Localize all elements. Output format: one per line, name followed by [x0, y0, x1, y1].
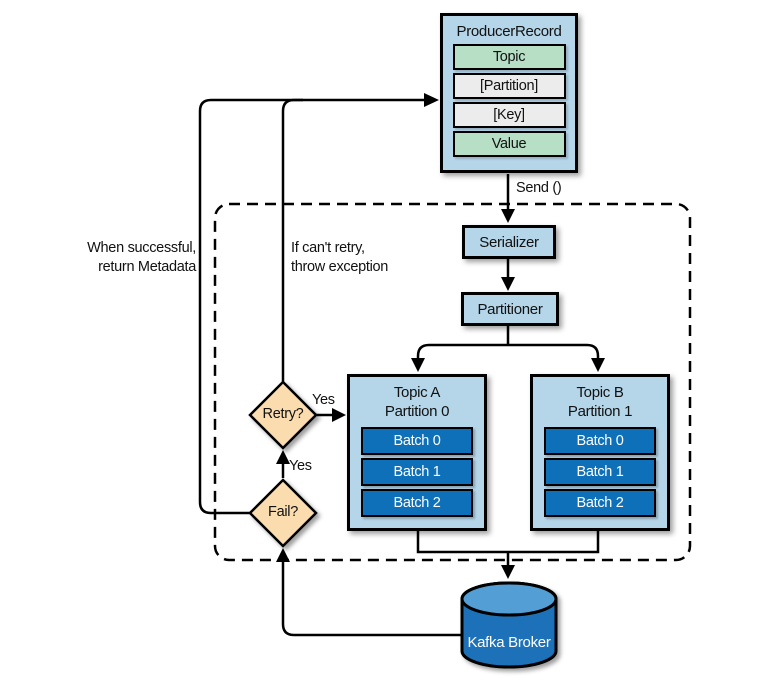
broker-to-fail-line	[281, 562, 462, 637]
partitioner-split-line	[416, 326, 600, 366]
arrowhead-into-retry	[276, 450, 290, 464]
producer-record-title: ProducerRecord	[456, 23, 562, 40]
arrowhead-into-topic-b	[591, 358, 605, 372]
send-label: Send ()	[516, 180, 562, 196]
producer-boundary-dashed-box	[213, 202, 692, 562]
exception-annotation-line2: throw exception	[291, 259, 389, 275]
exception-annotation: If can't retry, throw exception	[291, 239, 388, 277]
topic-a-title: Topic A Partition 0	[384, 383, 450, 421]
batch-row: Batch 1	[544, 458, 656, 486]
success-annotation-line2: return Metadata	[98, 259, 196, 275]
arrowhead-retry-into-topic-a	[332, 408, 346, 422]
topic-b-partition-box: Topic B Partition 1 Batch 0 Batch 1 Batc…	[530, 374, 670, 531]
topic-a-batches: Batch 0 Batch 1 Batch 2	[361, 427, 473, 520]
partitioner-box: Partitioner	[461, 292, 559, 326]
throw-exception-line	[281, 98, 303, 382]
kafka-broker-label: Kafka Broker	[467, 634, 551, 651]
arrowhead-into-topic-a	[411, 358, 425, 372]
field-value: Value	[452, 131, 566, 157]
retry-diamond-label: Retry?	[262, 406, 304, 422]
cylinder-top	[460, 581, 558, 617]
success-annotation: When successful, return Metadata	[58, 239, 196, 277]
retry-diamond	[248, 380, 318, 450]
batches-to-broker-line	[416, 529, 600, 566]
arrowhead-into-fail	[276, 548, 290, 562]
fail-diamond	[248, 478, 318, 548]
success-annotation-line1: When successful,	[87, 240, 196, 256]
topic-b-line1: Topic B	[576, 384, 624, 401]
topic-b-line2: Partition 1	[567, 403, 633, 420]
retry-yes-label: Yes	[312, 392, 335, 408]
batch-row: Batch 0	[361, 427, 473, 455]
field-partition: [Partition]	[452, 73, 566, 99]
topic-a-line1: Topic A	[393, 384, 441, 401]
batch-row: Batch 1	[361, 458, 473, 486]
topic-a-line2: Partition 0	[384, 403, 450, 420]
arrowhead-into-producerrecord	[424, 93, 439, 107]
batch-row: Batch 2	[361, 489, 473, 517]
fail-yes-label: Yes	[289, 458, 312, 474]
exception-annotation-line1: If can't retry,	[291, 240, 365, 256]
batch-row: Batch 0	[544, 427, 656, 455]
success-metadata-line	[198, 98, 435, 515]
fail-diamond-label: Fail?	[268, 504, 298, 520]
field-topic: Topic	[452, 44, 566, 70]
arrowhead-into-serializer	[501, 209, 515, 223]
arrowhead-into-broker	[501, 565, 515, 579]
arrowhead-into-partitioner	[501, 277, 515, 291]
producer-record-box: ProducerRecord Topic [Partition] [Key] V…	[440, 13, 578, 173]
topic-b-title: Topic B Partition 1	[567, 383, 633, 421]
kafka-broker-cylinder	[460, 581, 558, 669]
serializer-box: Serializer	[462, 225, 556, 259]
field-key: [Key]	[452, 102, 566, 128]
topic-a-partition-box: Topic A Partition 0 Batch 0 Batch 1 Batc…	[347, 374, 487, 531]
batch-row: Batch 2	[544, 489, 656, 517]
topic-b-batches: Batch 0 Batch 1 Batch 2	[544, 427, 656, 520]
